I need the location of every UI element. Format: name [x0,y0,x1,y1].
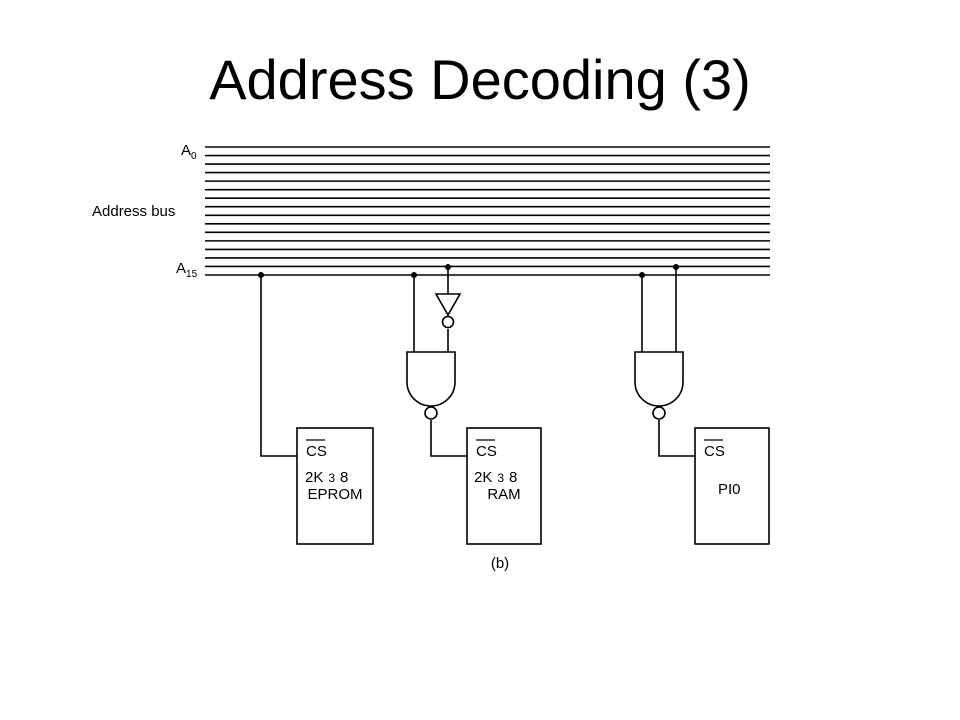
pio-nand-gate [634,351,684,407]
bus-label-a15: A15 [176,260,198,280]
pio-cs-label: CS [704,443,725,460]
bus-label-a0: A0 [181,142,197,162]
slide-title: Address Decoding (3) [209,48,751,111]
eprom-cs-label: CS [306,443,327,460]
inverter-gate [434,293,462,317]
junction-dot-pio-b [673,264,679,270]
ram-nand-gate [406,351,456,407]
ram-cs-wire [430,420,467,457]
ram-nand-bubble [424,406,438,420]
diagram-caption: (b) [491,555,509,572]
bus-label-address-bus: Address bus [92,203,175,220]
ram-type-label: RAM [487,486,520,503]
ram-chip [466,427,542,545]
address-bus-lines [205,146,770,276]
eprom-chip [296,427,374,545]
ram-cs-label: CS [476,443,497,460]
eprom-cs-wire [260,275,297,457]
pio-cs-wire [658,420,695,457]
junction-dot-ram-a [411,272,417,278]
pio-type-label: PI0 [718,481,741,498]
eprom-type-label: EPROM [307,486,362,503]
pio-chip [694,427,770,545]
junction-dot-eprom [258,272,264,278]
junction-dot-ram-b [445,264,451,270]
pio-nand-bubble [652,406,666,420]
inverter-bubble [441,315,455,329]
junction-dot-pio-a [639,272,645,278]
